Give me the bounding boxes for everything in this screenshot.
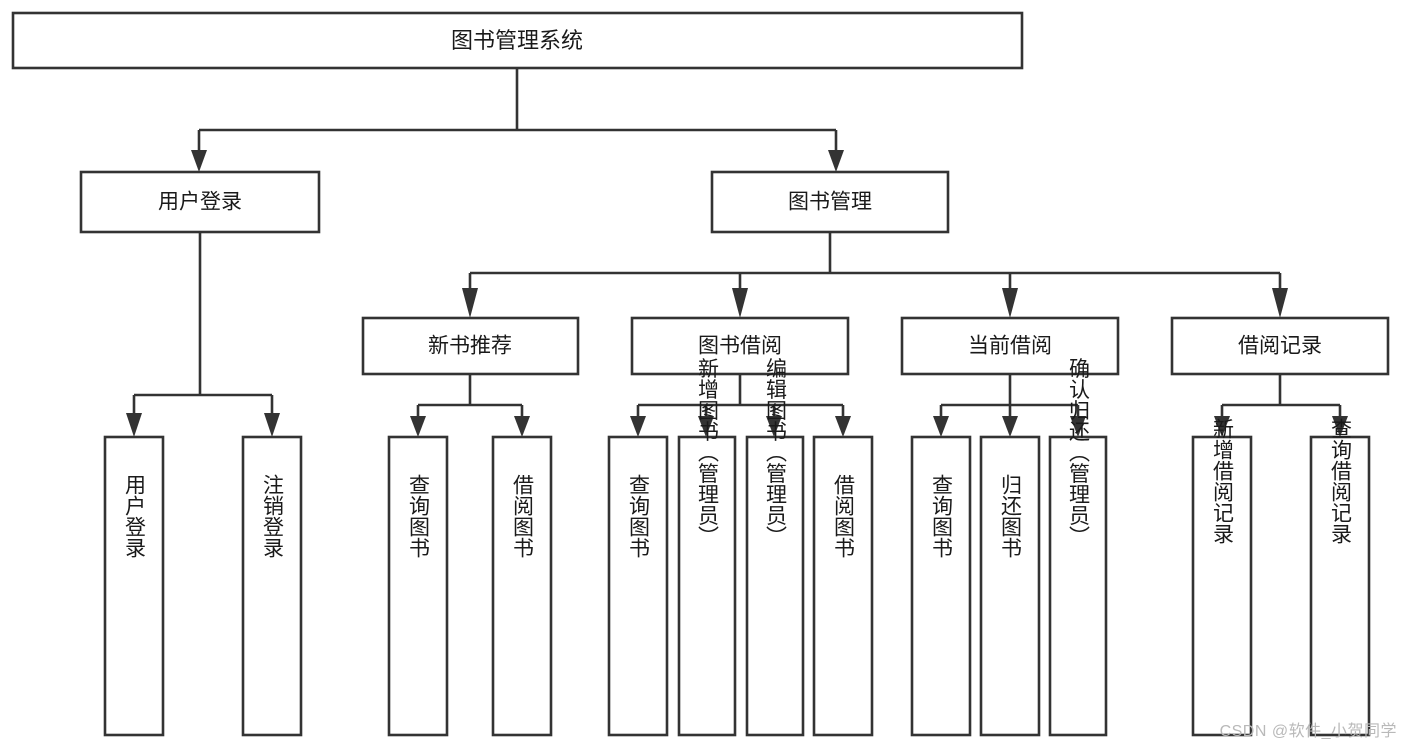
connector-root-to-level2: [191, 68, 844, 172]
arrow-head-icon: [264, 413, 280, 437]
leaf-record-add[interactable]: 新增借阅记录: [1191, 418, 1253, 737]
leaf-borrow-add-book[interactable]: 新增图书（管理员）: [677, 358, 737, 737]
arrow-head-icon: [630, 416, 646, 437]
arrow-head-icon: [462, 288, 478, 318]
leaf-new-book-query[interactable]: 查询图书: [387, 435, 449, 737]
arrow-head-icon: [1272, 288, 1288, 318]
leaf-user-login-login[interactable]: 用户登录: [103, 435, 165, 737]
node-current-borrow-box: [900, 316, 1120, 376]
arrow-head-icon: [1332, 416, 1348, 437]
arrow-head-icon: [766, 416, 782, 437]
arrow-head-icon: [1002, 288, 1018, 318]
arrow-head-icon: [126, 413, 142, 437]
leaf-box: [1048, 435, 1108, 737]
csdn-watermark: CSDN @软件_小贺同学: [1219, 723, 1397, 740]
leaf-box: [241, 435, 303, 737]
node-user-login-box: [79, 170, 321, 234]
leaf-box: [812, 435, 874, 737]
node-current-borrow[interactable]: 当前借阅: [900, 316, 1120, 376]
arrow-head-icon: [933, 416, 949, 437]
node-user-login-label: 用户登录: [158, 191, 242, 214]
leaf-label: 注销登录: [261, 474, 285, 558]
leaf-box: [745, 435, 805, 737]
arrow-head-icon: [828, 150, 844, 172]
leaf-borrow-borrow-book[interactable]: 借阅图书: [812, 435, 874, 737]
connector-borrow-record-to-leaves: [1214, 374, 1348, 437]
leaf-borrow-edit-book[interactable]: 编辑图书（管理员）: [745, 358, 805, 737]
node-borrow-record-label: 借阅记录: [1238, 335, 1322, 358]
node-current-borrow-label: 当前借阅: [968, 335, 1052, 358]
leaf-box: [387, 435, 449, 737]
leaf-current-query-book[interactable]: 查询图书: [910, 435, 972, 737]
leaf-record-query[interactable]: 查询借阅记录: [1309, 418, 1371, 737]
arrow-head-icon: [1002, 416, 1018, 437]
leaf-current-return-book[interactable]: 归还图书: [979, 435, 1041, 737]
arrow-head-icon: [1214, 416, 1230, 437]
node-new-book-recommend-label: 新书推荐: [428, 335, 512, 358]
arrow-head-icon: [698, 416, 714, 437]
node-book-management-label: 图书管理: [788, 191, 872, 214]
arrow-head-icon: [191, 150, 207, 172]
node-new-book-recommend[interactable]: 新书推荐: [361, 316, 580, 376]
leaf-label: 确认归还（管理员）: [1067, 358, 1091, 547]
leaf-label: 查询借阅记录: [1329, 418, 1353, 544]
node-new-book-recommend-box: [361, 316, 580, 376]
node-borrow-record[interactable]: 借阅记录: [1170, 316, 1390, 376]
connector-current-borrow-to-leaves: [933, 374, 1086, 437]
arrow-head-icon: [514, 416, 530, 437]
leaf-box: [1309, 435, 1371, 737]
node-book-management[interactable]: 图书管理: [710, 170, 950, 234]
leaf-label: 借阅图书: [511, 474, 535, 558]
connector-user-login-to-leaves: [126, 232, 280, 437]
leaf-current-confirm-return[interactable]: 确认归还（管理员）: [1048, 358, 1108, 737]
leaf-label: 编辑图书（管理员）: [764, 358, 788, 547]
arrow-head-icon: [835, 416, 851, 437]
leaf-box: [1191, 435, 1253, 737]
leaf-box: [910, 435, 972, 737]
leaf-label: 查询图书: [627, 474, 651, 558]
node-borrow-record-box: [1170, 316, 1390, 376]
leaf-box: [677, 435, 737, 737]
leaf-label: 归还图书: [999, 474, 1023, 558]
connector-book-management-to-level3: [462, 232, 1288, 318]
leaf-box: [607, 435, 669, 737]
node-book-borrow[interactable]: 图书借阅: [630, 316, 850, 376]
node-root[interactable]: 图书管理系统: [11, 11, 1024, 70]
leaf-label: 新增图书（管理员）: [696, 358, 720, 547]
leaf-label: 查询图书: [407, 474, 431, 558]
leaf-box: [103, 435, 165, 737]
leaf-new-book-borrow[interactable]: 借阅图书: [491, 435, 553, 737]
leaf-label: 查询图书: [930, 474, 954, 558]
leaf-borrow-query-book[interactable]: 查询图书: [607, 435, 669, 737]
node-root-label: 图书管理系统: [451, 28, 583, 53]
leaf-box: [491, 435, 553, 737]
leaf-user-login-logout[interactable]: 注销登录: [241, 435, 303, 737]
leaf-box: [979, 435, 1041, 737]
connector-book-borrow-to-leaves: [630, 374, 851, 437]
leaf-label: 新增借阅记录: [1211, 418, 1235, 544]
arrow-head-icon: [1070, 416, 1086, 437]
node-user-login[interactable]: 用户登录: [79, 170, 321, 234]
connector-new-book-recommend-to-leaves: [410, 374, 530, 437]
arrow-head-icon: [732, 288, 748, 318]
node-book-borrow-label: 图书借阅: [698, 335, 782, 358]
arrow-head-icon: [410, 416, 426, 437]
leaf-label: 用户登录: [123, 474, 147, 558]
node-root-box: [11, 11, 1024, 70]
leaf-label: 借阅图书: [832, 474, 856, 558]
